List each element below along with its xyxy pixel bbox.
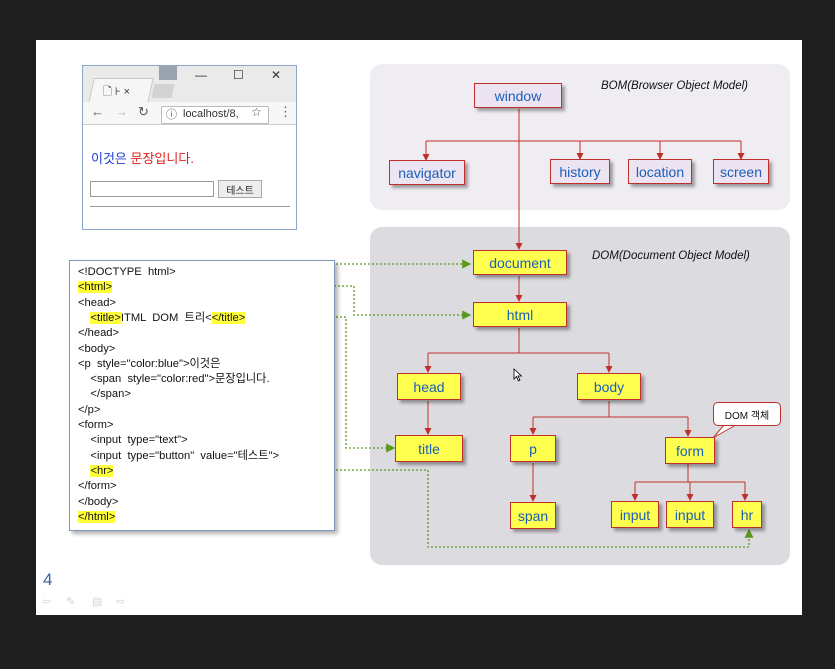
code-text: </p> <box>78 403 101 416</box>
minimize-icon[interactable]: — <box>195 68 207 82</box>
page-paragraph: 이것은 문장입니다. <box>91 148 194 167</box>
code-line: <body> <box>78 342 115 357</box>
code-line: <input type="button" value="테스트"> <box>78 449 279 464</box>
info-icon[interactable]: ⓘ <box>166 109 177 121</box>
code-line: <hr> <box>78 464 114 479</box>
node-document: document <box>473 250 567 275</box>
code-text: <body> <box>78 342 116 355</box>
node-location: location <box>628 159 692 184</box>
node-html: html <box>473 302 567 327</box>
code-line: <p style="color:blue">이것은 <box>78 357 220 372</box>
node-span: span <box>510 502 556 529</box>
node-screen: screen <box>713 159 769 184</box>
node-p: p <box>510 435 556 462</box>
mouse-cursor-icon <box>513 368 523 382</box>
user-icon[interactable] <box>159 66 177 80</box>
node-history: history <box>550 159 610 184</box>
node-hr: hr <box>732 501 762 528</box>
star-icon[interactable]: ☆ <box>251 105 262 119</box>
bom-label: BOM(Browser Object Model) <box>601 80 748 92</box>
callout-tail <box>712 424 735 439</box>
code-line: </html> <box>78 510 116 525</box>
code-highlight: <html> <box>78 281 113 294</box>
code-text: </span> <box>78 388 131 401</box>
code-line: </span> <box>78 387 131 402</box>
slides-menu-icon[interactable]: ▤ <box>92 596 103 608</box>
code-text: <input type="text"> <box>78 434 188 447</box>
code-text: <!DOCTYPE html> <box>78 266 176 278</box>
code-text: <head> <box>78 296 116 309</box>
prev-slide-icon[interactable]: ⇦ <box>42 596 52 608</box>
dom-object-callout: DOM 객체 <box>713 402 781 426</box>
code-line: <title>ITML DOM 트리<</title> <box>78 311 246 326</box>
close-icon[interactable]: ✕ <box>271 68 282 82</box>
browser-tab-label: 🗋 ⊦ × <box>103 86 131 98</box>
code-highlight: </title> <box>211 311 246 324</box>
code-line: <form> <box>78 418 113 433</box>
code-line: <!DOCTYPE html> <box>78 265 176 280</box>
code-text <box>78 312 90 324</box>
new-tab-button[interactable] <box>151 84 175 98</box>
code-text: </form> <box>78 480 117 493</box>
slide: BOM(Browser Object Model) DOM(Document O… <box>36 40 802 615</box>
address-bar[interactable] <box>161 106 269 124</box>
code-text: </body> <box>78 495 119 508</box>
browser-window: 🗋 ⊦ × — ☐ ✕ ← → ↻ ⓘ localhost/8, ☆ ⋮ 이것은… <box>82 65 297 230</box>
page-text-input[interactable] <box>90 181 214 197</box>
node-head: head <box>397 373 461 400</box>
next-slide-icon[interactable]: ⇨ <box>116 596 126 608</box>
reload-icon[interactable]: ↻ <box>138 104 149 119</box>
code-line: </head> <box>78 326 119 341</box>
forward-icon[interactable]: → <box>115 104 128 119</box>
code-text: <form> <box>78 419 114 431</box>
node-window: window <box>474 83 562 108</box>
maximize-icon[interactable]: ☐ <box>233 68 244 82</box>
code-text: <span style="color:red">문장입니다. <box>78 373 270 386</box>
bom-panel <box>370 64 790 210</box>
code-line: <html> <box>78 280 113 295</box>
code-line: <input type="text"> <box>78 433 188 448</box>
node-input-1: input <box>611 501 659 528</box>
code-text: </head> <box>78 327 120 340</box>
code-line: </body> <box>78 495 118 510</box>
menu-icon[interactable]: ⋮ <box>279 104 292 119</box>
bottom-bar <box>0 615 835 669</box>
code-highlight: </html> <box>78 510 116 523</box>
node-title: title <box>395 435 463 462</box>
slide-number: 4 <box>43 570 53 589</box>
node-form: form <box>665 437 715 464</box>
node-navigator: navigator <box>389 160 465 185</box>
node-input-2: input <box>666 501 714 528</box>
code-highlight: <hr> <box>90 464 114 477</box>
pen-icon[interactable]: ✎ <box>66 596 76 608</box>
code-text <box>78 465 90 477</box>
top-bar <box>0 0 835 40</box>
code-line: </form> <box>78 479 117 494</box>
node-body: body <box>577 373 641 400</box>
address-url: localhost/8, <box>183 108 239 120</box>
back-icon[interactable]: ← <box>91 104 104 119</box>
html-code-box: <!DOCTYPE html> <html> <head> <title>ITML … <box>69 260 335 531</box>
code-line: </p> <box>78 403 100 418</box>
code-text: <input type="button" value="테스트"> <box>78 449 280 462</box>
code-line: <span style="color:red">문장입니다. <box>78 372 270 387</box>
code-text: ITML DOM 트리< <box>120 311 212 324</box>
page-text-red: 문장입니다. <box>130 151 194 166</box>
page-text-blue: 이것은 <box>91 151 127 166</box>
code-line: <head> <box>78 296 116 311</box>
code-highlight: <title> <box>90 311 121 324</box>
dom-label: DOM(Document Object Model) <box>592 250 750 262</box>
page-test-button[interactable]: 테스트 <box>218 180 262 198</box>
code-text: <p style="color:blue">이것은 <box>78 357 221 370</box>
page-hr <box>90 206 290 207</box>
